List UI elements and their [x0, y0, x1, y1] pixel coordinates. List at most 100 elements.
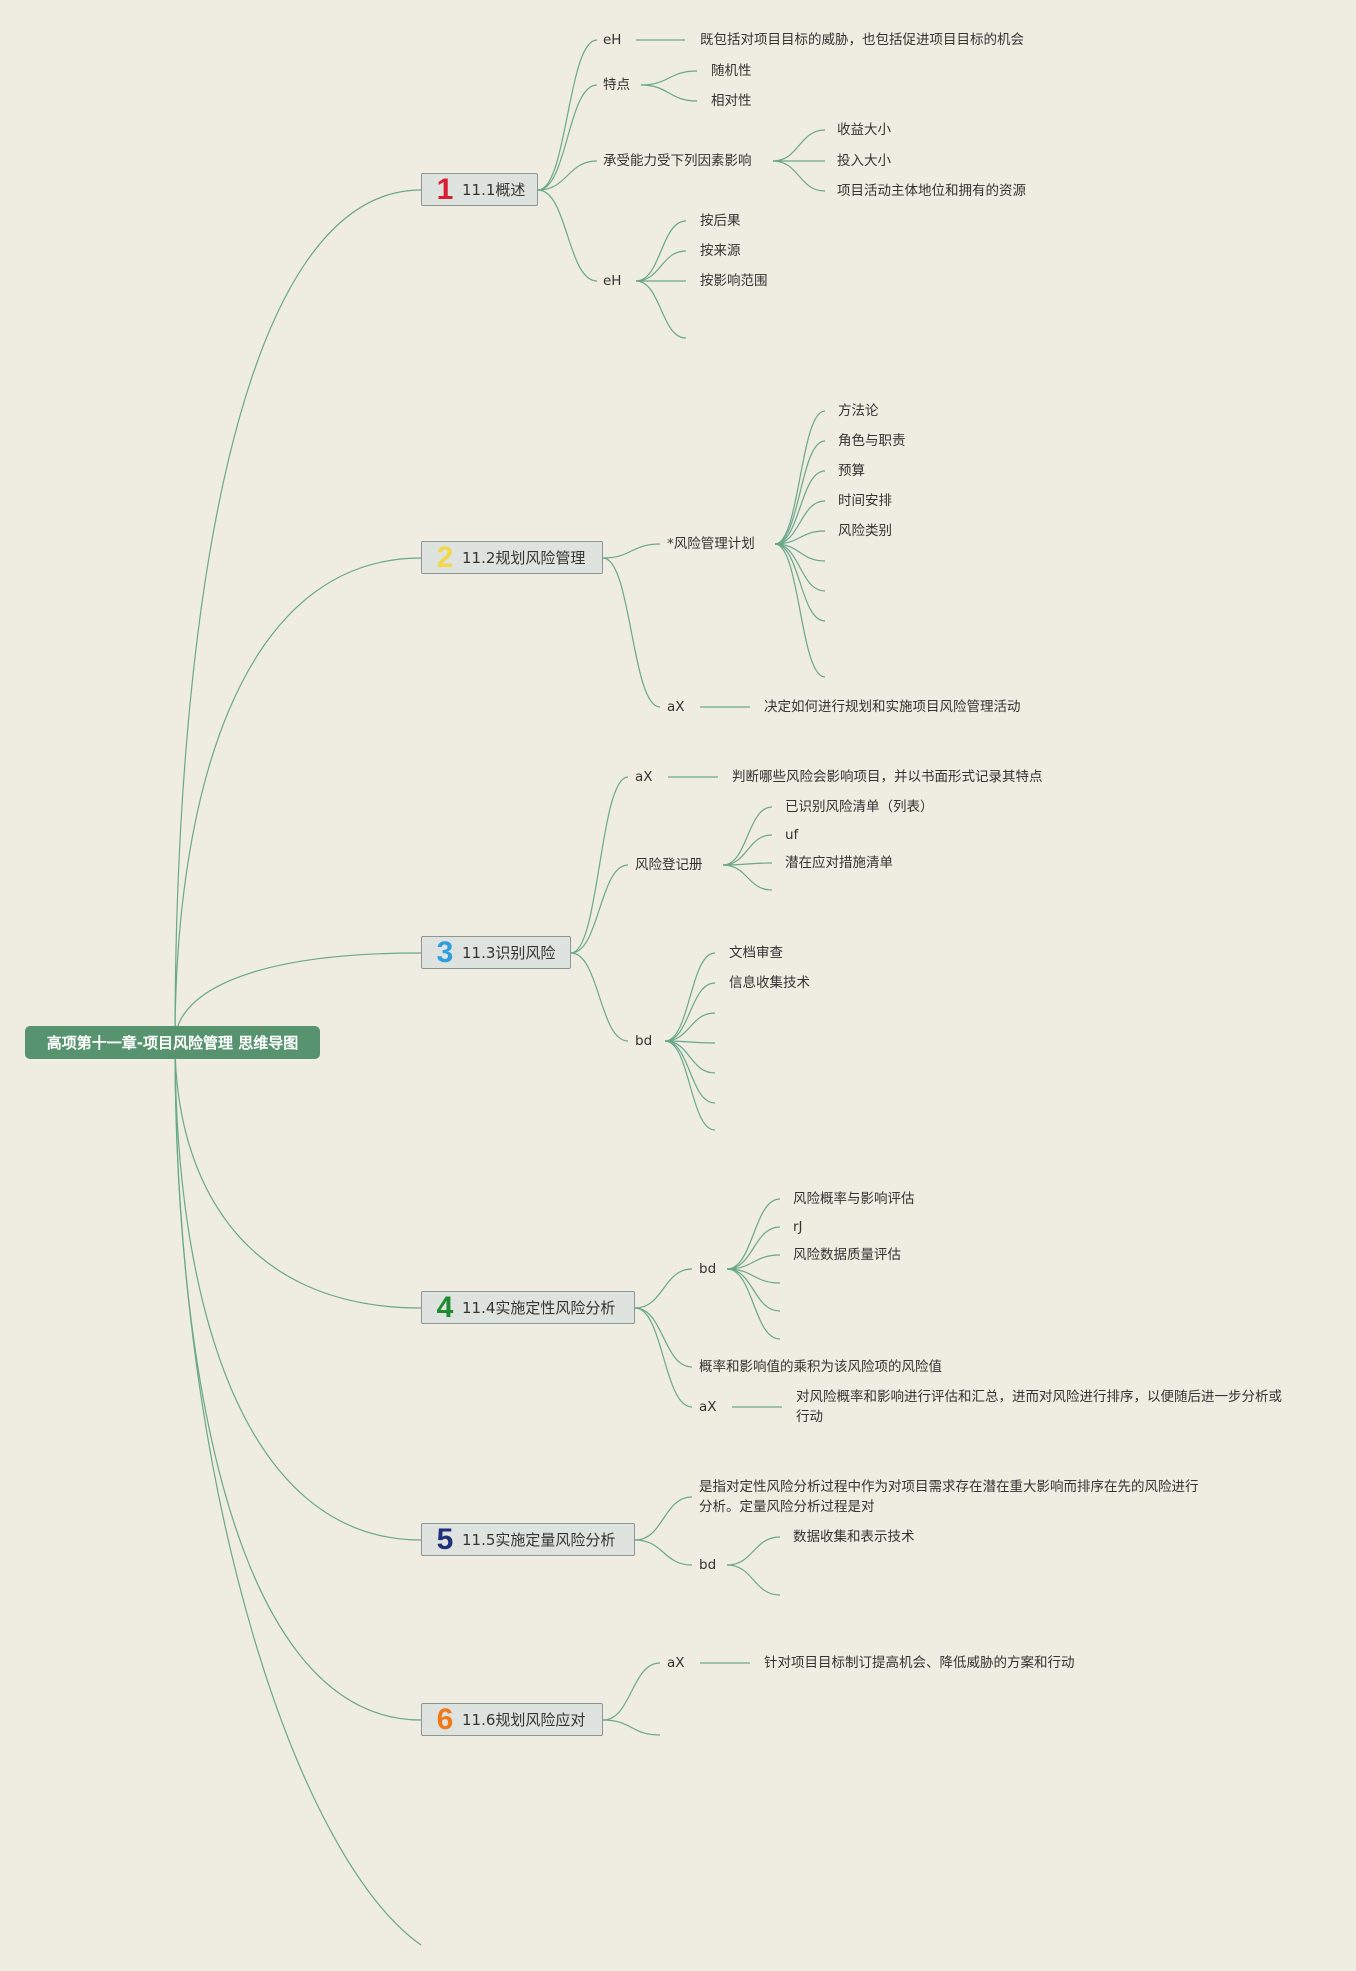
topic-1-3[interactable]: 承受能力受下列因素影响 [603, 153, 752, 169]
leaf-5-2-1[interactable]: 数据收集和表示技术 [793, 1529, 915, 1545]
connector-50 [726, 1198, 781, 1270]
topic-4-3[interactable]: aX [699, 1399, 717, 1415]
leaf-3-2-2[interactable]: uf [785, 827, 799, 843]
connector-44 [664, 1040, 716, 1074]
connector-51 [726, 1226, 781, 1270]
topic-1-4[interactable]: eH [603, 273, 622, 289]
root-connector-extra [174, 1041, 422, 1946]
leaf-1-2-1[interactable]: 随机性 [711, 63, 752, 79]
root-node[interactable]: 高项第十一章-项目风险管理 思维导图 [25, 1026, 320, 1059]
number-badge-5: 5 [436, 1522, 454, 1556]
leaf-1-4-1[interactable]: 按后果 [700, 213, 741, 229]
root-connector-2 [174, 952, 422, 1043]
connector-57 [634, 1496, 693, 1541]
connector-17 [635, 250, 687, 282]
leaf-6-1-1[interactable]: 针对项目目标制订提高机会、降低威胁的方案和行动 [764, 1655, 1075, 1671]
connector-32 [570, 776, 629, 954]
connector-34 [570, 952, 629, 1042]
leaf-1-3-3[interactable]: 项目活动主体地位和拥有的资源 [837, 183, 1026, 199]
leaf-1-2-2[interactable]: 相对性 [711, 93, 752, 109]
connector-60 [726, 1564, 781, 1596]
number-badge-4: 4 [436, 1290, 454, 1324]
leaf-4-3-1[interactable]: 对风险概率和影响进行评估和汇总，进而对风险进行排序，以便随后进一步分析或行动 [796, 1389, 1282, 1425]
leaf-1-4-2[interactable]: 按来源 [700, 243, 741, 259]
connector-16 [635, 220, 687, 282]
leaf-3-3-2[interactable]: 信息收集技术 [729, 975, 810, 991]
branch-label-6: 11.6规划风险应对 [462, 1711, 586, 1729]
number-badge-1: 1 [436, 172, 454, 206]
connector-61 [602, 1662, 661, 1721]
branch-node-5[interactable]: 5 11.5实施定量风险分析 [421, 1523, 635, 1556]
connector-13 [772, 129, 826, 162]
topic-4-1[interactable]: bd [699, 1261, 717, 1277]
connector-62 [602, 1719, 661, 1736]
leaf-2-1-1[interactable]: 方法论 [838, 403, 879, 419]
connector-21 [602, 557, 661, 708]
root-connector-0 [174, 189, 422, 1043]
leaf-4-1-3[interactable]: 风险数据质量评估 [793, 1247, 901, 1263]
leaf-2-1-2[interactable]: 角色与职责 [838, 433, 906, 449]
leaf-2-1-5[interactable]: 风险类别 [838, 523, 892, 539]
connector-11 [640, 70, 698, 86]
topic-1-2[interactable]: 特点 [603, 77, 630, 93]
connector-40 [664, 952, 716, 1042]
leaf-1-3-1[interactable]: 收益大小 [837, 122, 891, 138]
leaf-1-1-1[interactable]: 既包括对项目目标的威胁，也包括促进项目目标的机会 [700, 32, 1024, 48]
topic-5-1[interactable]: 是指对定性风险分析过程中作为对项目需求存在潜在重大影响而排序在先的风险进行分析。… [699, 1479, 1199, 1515]
connector-12 [640, 84, 698, 102]
leaf-1-4-3[interactable]: 按影响范围 [700, 273, 768, 289]
number-badge-6: 6 [436, 1702, 454, 1736]
topic-5-2[interactable]: bd [699, 1557, 717, 1573]
connector-59 [726, 1536, 781, 1566]
topic-3-3[interactable]: bd [635, 1033, 653, 1049]
connector-39 [722, 864, 773, 891]
connector-20 [602, 543, 661, 559]
connector-15 [772, 160, 826, 192]
root-connector-1 [174, 557, 422, 1043]
branch-label-1: 11.1概述 [462, 181, 526, 199]
connector-36 [722, 806, 773, 866]
leaf-3-3-1[interactable]: 文档审查 [729, 945, 783, 961]
connector-58 [634, 1539, 693, 1566]
branch-label-2: 11.2规划风险管理 [462, 549, 586, 567]
connector-28 [774, 543, 826, 592]
connector-46 [664, 1040, 716, 1131]
leaf-2-2-1[interactable]: 决定如何进行规划和实施项目风险管理活动 [764, 699, 1021, 715]
branch-label-4: 11.4实施定性风险分析 [462, 1299, 616, 1317]
connector-25 [774, 500, 826, 545]
root-label: 高项第十一章-项目风险管理 思维导图 [46, 1034, 299, 1052]
root-connector-5 [174, 1041, 422, 1721]
topic-2-1[interactable]: *风险管理计划 [667, 536, 755, 552]
leaf-1-3-2[interactable]: 投入大小 [837, 153, 891, 169]
connector-49 [634, 1307, 693, 1408]
number-badge-2: 2 [436, 540, 454, 574]
branch-node-2[interactable]: 2 11.2规划风险管理 [421, 541, 603, 574]
topic-1-1[interactable]: eH [603, 32, 622, 48]
topic-6-1[interactable]: aX [667, 1655, 685, 1671]
connector-55 [726, 1268, 781, 1340]
leaf-2-1-4[interactable]: 时间安排 [838, 493, 892, 509]
connector-9 [537, 189, 598, 282]
topic-2-2[interactable]: aX [667, 699, 685, 715]
leaf-3-2-1[interactable]: 已识别风险清单（列表） [785, 799, 934, 815]
connector-30 [774, 543, 826, 678]
branch-node-1[interactable]: 1 11.1概述 [421, 173, 538, 206]
leaf-3-1-1[interactable]: 判断哪些风险会影响项目，并以书面形式记录其特点 [732, 769, 1043, 785]
leaf-2-1-3[interactable]: 预算 [838, 463, 865, 479]
connector-29 [774, 543, 826, 622]
branch-node-3[interactable]: 3 11.3识别风险 [421, 936, 571, 969]
topic-3-2[interactable]: 风险登记册 [635, 857, 703, 873]
leaf-4-1-1[interactable]: 风险概率与影响评估 [793, 1191, 915, 1207]
leaf-3-2-3[interactable]: 潜在应对措施清单 [785, 855, 893, 871]
connector-33 [570, 864, 629, 954]
connector-6 [537, 39, 598, 191]
topic-4-2[interactable]: 概率和影响值的乘积为该风险项的风险值 [699, 1359, 942, 1375]
topic-3-1[interactable]: aX [635, 769, 653, 785]
connector-26 [774, 530, 826, 545]
branch-node-4[interactable]: 4 11.4实施定性风险分析 [421, 1291, 635, 1324]
connector-41 [664, 982, 716, 1042]
branch-node-6[interactable]: 6 11.6规划风险应对 [421, 1703, 603, 1736]
leaf-4-1-2[interactable]: rJ [793, 1219, 803, 1235]
root-connector-4 [174, 1041, 422, 1541]
connector-48 [634, 1307, 693, 1368]
